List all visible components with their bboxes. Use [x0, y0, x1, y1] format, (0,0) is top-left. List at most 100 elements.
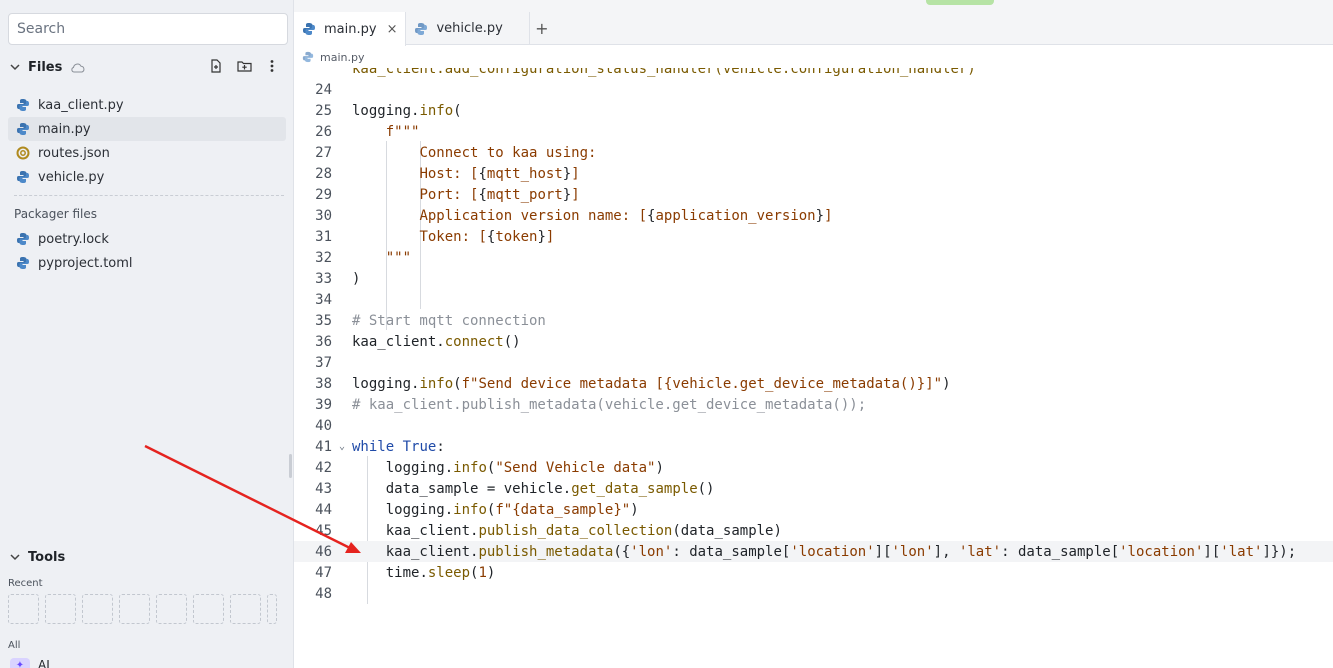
code-text: Port: [{mqtt_port}] — [419, 186, 580, 203]
python-file-icon — [16, 98, 30, 112]
file-name: kaa_client.py — [38, 97, 124, 113]
python-file-icon — [16, 170, 30, 184]
line-number: 37 — [315, 354, 332, 371]
files-section-header[interactable]: Files — [8, 56, 288, 78]
code-editor[interactable]: kaa_client.add_configuration_status_hand… — [294, 60, 1333, 668]
code-line[interactable]: 27 Connect to kaa using: — [294, 142, 1333, 163]
python-file-icon — [302, 51, 314, 63]
recent-tool-slot[interactable] — [8, 594, 39, 624]
code-line[interactable]: 44 logging.info(f"{data_sample}") — [294, 499, 1333, 520]
code-line[interactable]: 45 kaa_client.publish_data_collection(da… — [294, 520, 1333, 541]
run-indicator[interactable] — [926, 0, 994, 5]
chevron-down-icon[interactable] — [8, 60, 22, 74]
tool-label: AI — [38, 658, 50, 668]
file-name: vehicle.py — [38, 169, 105, 185]
code-line[interactable]: 30 Application version name: [{applicati… — [294, 205, 1333, 226]
add-tab-button[interactable]: + — [535, 19, 549, 38]
fold-chevron-icon[interactable]: ⌄ — [338, 441, 346, 452]
recent-tool-slot[interactable] — [156, 594, 187, 624]
code-text: kaa_client.publish_metadata({'lon': data… — [385, 543, 1297, 560]
code-line[interactable]: 47 time.sleep(1) — [294, 562, 1333, 583]
python-file-icon — [414, 22, 428, 36]
code-line[interactable]: 42 logging.info("Send Vehicle data") — [294, 457, 1333, 478]
code-text: Application version name: [{application_… — [419, 207, 833, 224]
recent-tool-slot[interactable] — [45, 594, 76, 624]
packager-file-list: poetry.lock pyproject.toml — [8, 227, 286, 275]
new-file-icon[interactable] — [208, 58, 224, 74]
tab-label: vehicle.py — [436, 21, 503, 36]
tab-vehicle-py[interactable]: vehicle.py — [406, 12, 530, 45]
code-line[interactable]: 39# kaa_client.publish_metadata(vehicle.… — [294, 394, 1333, 415]
sidebar-resize-handle[interactable] — [289, 454, 292, 478]
file-item-vehicle[interactable]: vehicle.py — [8, 165, 286, 189]
line-number: 35 — [315, 312, 332, 329]
recent-label: Recent — [8, 578, 43, 589]
python-file-icon — [16, 232, 30, 246]
code-line[interactable]: 46 kaa_client.publish_metadata({'lon': d… — [294, 541, 1333, 562]
tab-bar: main.py × vehicle.py + — [294, 12, 1333, 46]
tools-section-header[interactable]: Tools — [8, 548, 65, 566]
line-number: 42 — [315, 459, 332, 476]
code-line[interactable]: 37 — [294, 352, 1333, 373]
code-line[interactable]: 26 f""" — [294, 121, 1333, 142]
code-line[interactable]: 24 — [294, 79, 1333, 100]
code-text: Token: [{token}] — [419, 228, 555, 245]
line-number: 31 — [315, 228, 332, 245]
close-icon[interactable]: × — [386, 21, 398, 37]
file-name: pyproject.toml — [38, 255, 133, 271]
code-line[interactable]: 48 — [294, 583, 1333, 604]
tab-label: main.py — [324, 21, 377, 37]
code-text: while True: — [352, 438, 445, 455]
line-number: 45 — [315, 522, 332, 539]
code-line[interactable]: 40 — [294, 415, 1333, 436]
code-line[interactable]: 35# Start mqtt connection — [294, 310, 1333, 331]
indent-guide — [386, 141, 387, 330]
code-text: Connect to kaa using: — [419, 144, 597, 161]
new-folder-icon[interactable] — [236, 58, 252, 74]
line-number: 48 — [315, 585, 332, 602]
file-item-main[interactable]: main.py — [8, 117, 286, 141]
code-line[interactable]: 34 — [294, 289, 1333, 310]
file-item-kaa-client[interactable]: kaa_client.py — [8, 93, 286, 117]
code-line[interactable]: 41⌄while True: — [294, 436, 1333, 457]
code-line[interactable]: 33) — [294, 268, 1333, 289]
json-file-icon — [16, 146, 30, 160]
recent-tool-slot[interactable] — [119, 594, 150, 624]
recent-tool-slot[interactable] — [267, 594, 277, 624]
more-options-icon[interactable] — [264, 58, 280, 74]
code-line[interactable]: 29 Port: [{mqtt_port}] — [294, 184, 1333, 205]
line-number: 28 — [315, 165, 332, 182]
file-name: poetry.lock — [38, 231, 109, 247]
search-input[interactable]: Search — [8, 13, 288, 45]
line-number: 43 — [315, 480, 332, 497]
breadcrumb-file[interactable]: main.py — [320, 50, 365, 64]
file-item-routes[interactable]: routes.json — [8, 141, 286, 165]
line-number: 44 — [315, 501, 332, 518]
line-number: 46 — [315, 543, 332, 560]
code-line[interactable]: 32 """ — [294, 247, 1333, 268]
code-text: Host: [{mqtt_host}] — [419, 165, 580, 182]
recent-tool-slot[interactable] — [193, 594, 224, 624]
tab-main-py[interactable]: main.py × — [294, 12, 407, 46]
tool-item-ai[interactable]: ✦ AI — [10, 658, 50, 668]
code-line[interactable]: 28 Host: [{mqtt_host}] — [294, 163, 1333, 184]
indent-guide — [420, 141, 421, 309]
file-list: kaa_client.py main.py routes.json vehicl… — [8, 93, 286, 189]
recent-tool-slot[interactable] — [82, 594, 113, 624]
code-text: time.sleep(1) — [385, 564, 496, 581]
all-tools-label: All — [8, 640, 21, 651]
recent-tool-slot[interactable] — [230, 594, 261, 624]
tools-title: Tools — [28, 549, 66, 565]
code-line[interactable]: 31 Token: [{token}] — [294, 226, 1333, 247]
ai-icon: ✦ — [10, 658, 30, 668]
line-number: 27 — [315, 144, 332, 161]
line-number: 36 — [315, 333, 332, 350]
code-line[interactable]: 43 data_sample = vehicle.get_data_sample… — [294, 478, 1333, 499]
chevron-down-icon[interactable] — [8, 550, 22, 564]
file-item-pyproject[interactable]: pyproject.toml — [8, 251, 286, 275]
file-item-poetry-lock[interactable]: poetry.lock — [8, 227, 286, 251]
code-text: """ — [385, 249, 412, 266]
